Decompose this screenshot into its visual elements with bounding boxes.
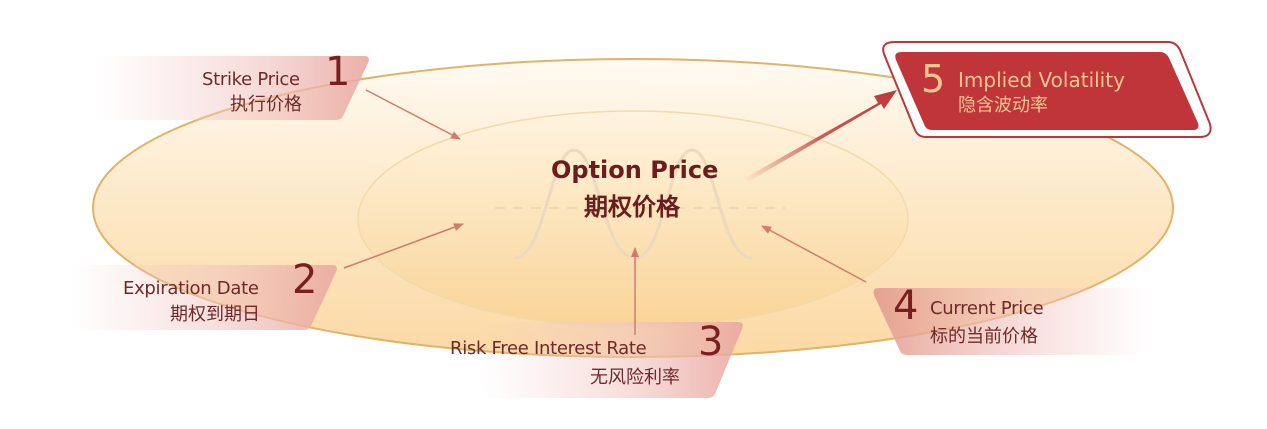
output-box-fill (895, 52, 1199, 130)
factor-1-label-en: Strike Price (202, 69, 300, 90)
factor-2-label-cn: 期权到期日 (170, 304, 260, 325)
factor-box-3 (480, 322, 743, 398)
factor-1-number: 1 (325, 49, 351, 95)
factor-box-4 (873, 288, 1150, 355)
output-label-cn: 隐含波动率 (958, 95, 1048, 116)
factor-2-label-en: Expiration Date (123, 278, 259, 299)
factor-2-number: 2 (292, 257, 318, 303)
factor-4-label-cn: 标的当前价格 (930, 326, 1038, 347)
arrow-current-price (761, 225, 867, 283)
factor-1-label-cn: 执行价格 (230, 94, 302, 115)
factor-3-label-en: Risk Free Interest Rate (450, 338, 647, 359)
factor-4-label-en: Current Price (930, 298, 1044, 319)
output-number: 5 (921, 57, 946, 101)
arrow-implied-volatility (745, 90, 897, 182)
arrow-expiration-date (343, 223, 464, 269)
factor-3-number: 3 (698, 319, 724, 365)
center-title-en: Option Price (551, 156, 719, 184)
factor-box-2 (70, 265, 337, 330)
arrow-strike-price (365, 89, 461, 140)
factor-4-number: 4 (893, 283, 919, 329)
factor-box-1 (95, 56, 369, 120)
center-title-cn: 期权价格 (584, 193, 680, 221)
output-label-en: Implied Volatility (958, 68, 1125, 92)
factor-3-label-cn: 无风险利率 (590, 367, 680, 388)
